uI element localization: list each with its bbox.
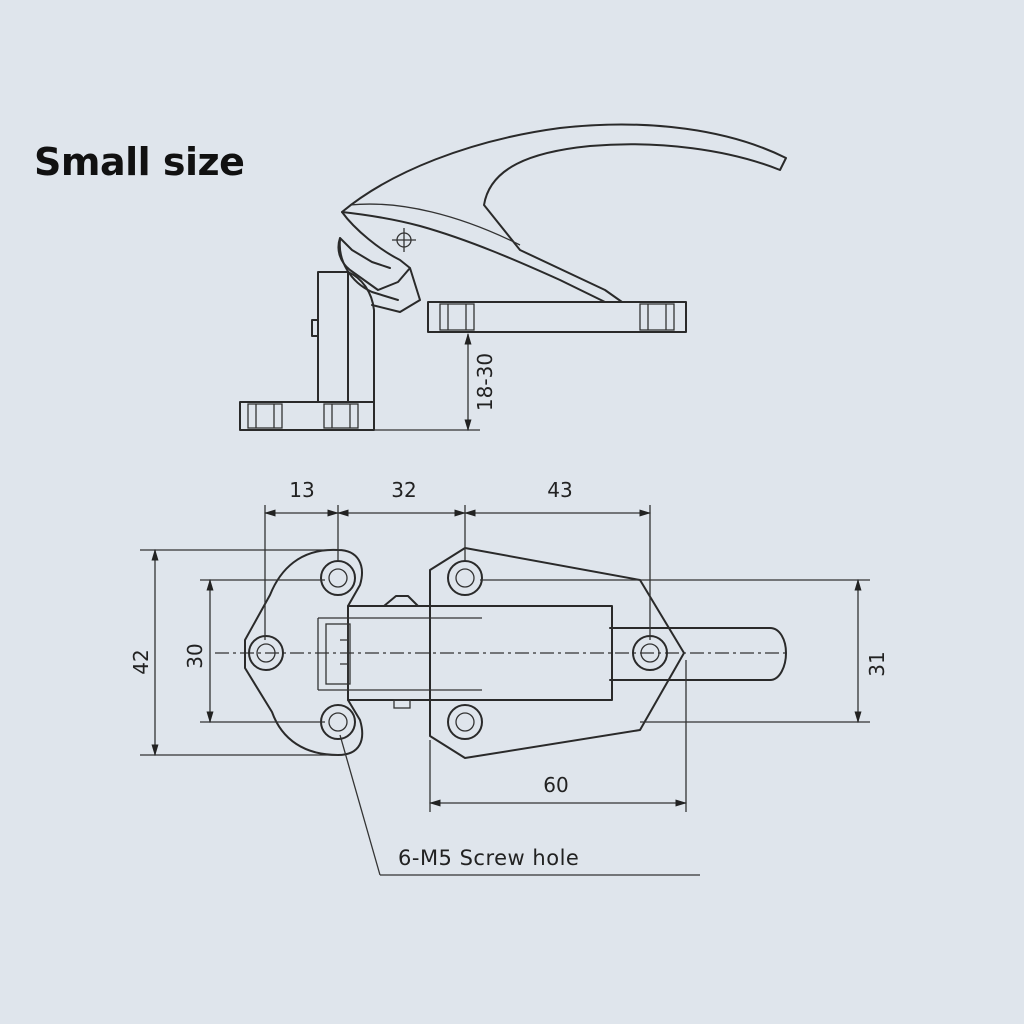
screw-hole-callout: 6-M5 Screw hole bbox=[339, 734, 700, 876]
height-dimension: 18-30 bbox=[374, 332, 497, 432]
side-view: 18-30 bbox=[239, 123, 787, 432]
slide-inner bbox=[317, 617, 482, 691]
screw-hole bbox=[447, 560, 483, 596]
screw-hole bbox=[447, 704, 483, 740]
screw-hole bbox=[320, 704, 356, 740]
bottom-dimensions: 60 bbox=[428, 660, 688, 812]
lever-inner-line bbox=[349, 203, 521, 246]
upper-base-plate bbox=[427, 301, 687, 333]
callout-label: 6-M5 Screw hole bbox=[398, 846, 579, 870]
top-dimensions: 13 32 43 bbox=[263, 478, 652, 640]
dim-31: 31 bbox=[865, 651, 889, 676]
dim-13: 13 bbox=[289, 478, 314, 502]
lever-handle bbox=[341, 123, 787, 303]
lower-base-plate bbox=[239, 401, 375, 431]
top-view: 13 32 43 42 30 31 bbox=[129, 478, 889, 876]
dim-30: 30 bbox=[183, 643, 207, 668]
latch-plate bbox=[429, 547, 685, 759]
dim-42: 42 bbox=[129, 649, 153, 674]
cam-body bbox=[337, 211, 421, 313]
dim-18-30: 18-30 bbox=[473, 353, 497, 411]
screw-hole bbox=[248, 635, 284, 671]
bolt bbox=[609, 627, 787, 681]
dim-60: 60 bbox=[543, 773, 568, 797]
right-dimensions: 31 bbox=[480, 578, 889, 724]
pivot-pin bbox=[392, 228, 416, 252]
title: Small size bbox=[34, 140, 245, 184]
screw-hole bbox=[320, 560, 356, 596]
dim-43: 43 bbox=[547, 478, 572, 502]
screw-holes bbox=[248, 560, 668, 740]
left-dimensions: 42 30 bbox=[129, 548, 338, 757]
dim-32: 32 bbox=[391, 478, 416, 502]
keeper-post bbox=[317, 271, 375, 403]
